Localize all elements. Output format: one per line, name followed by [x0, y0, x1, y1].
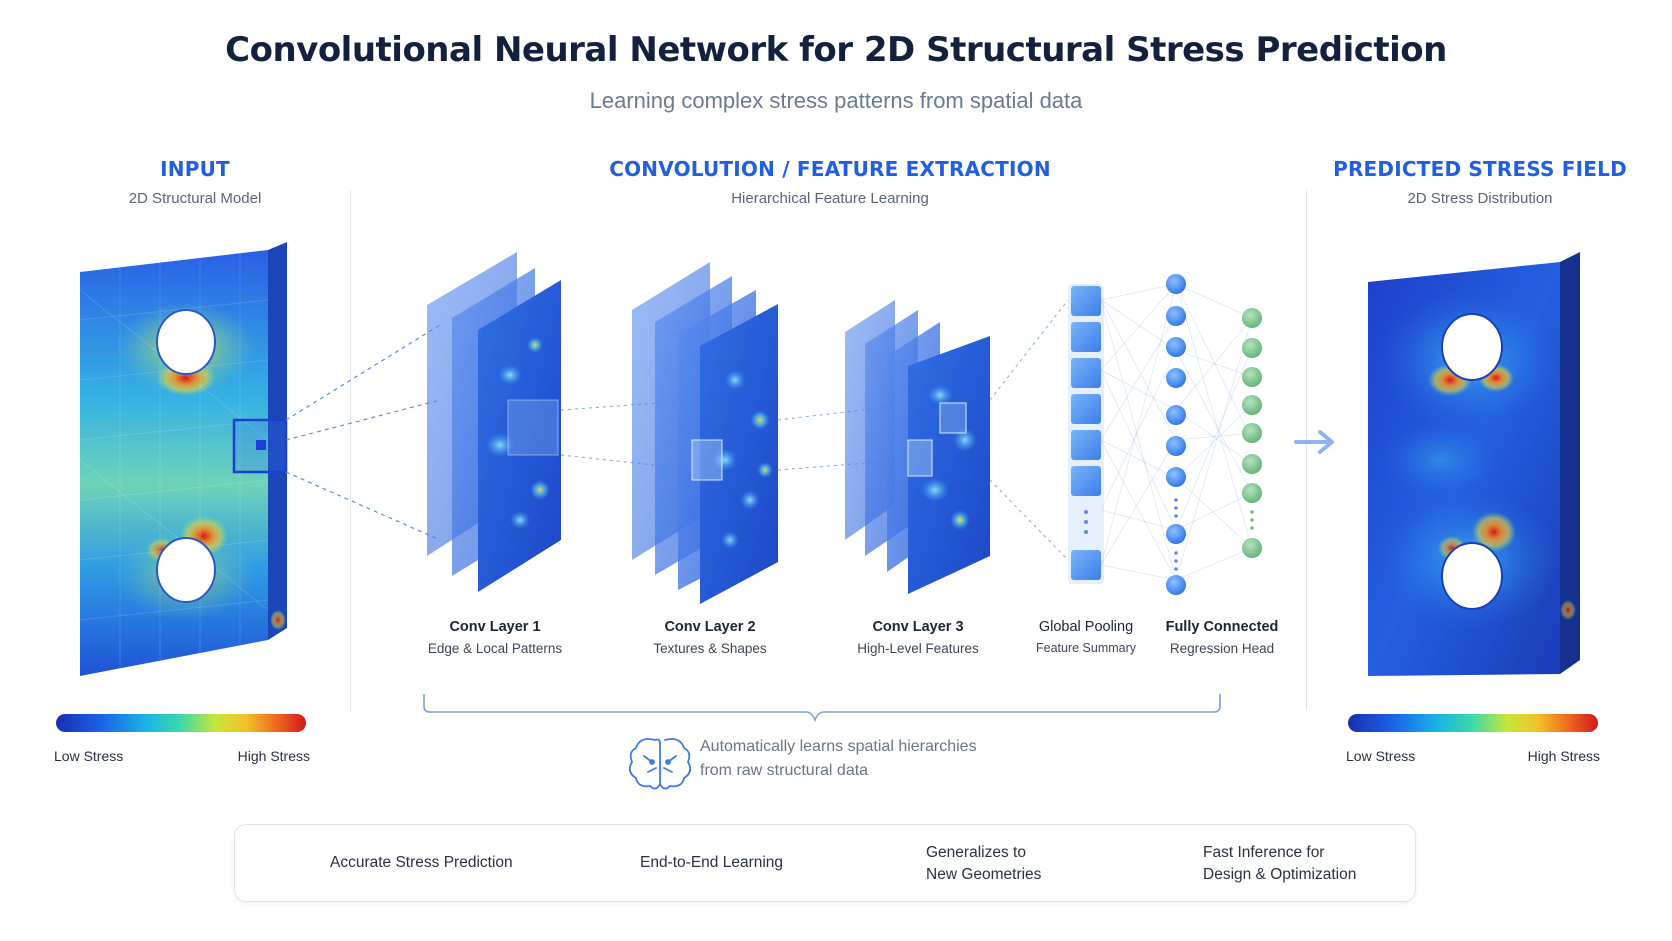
output-legend-high: High Stress — [1527, 748, 1600, 764]
feature-end-to-end: End-to-End Learning — [640, 852, 840, 874]
brace-note-line2: from raw structural data — [700, 762, 869, 779]
output-stress-plate — [1368, 252, 1580, 676]
brace-note-line1: Automatically learns spatial hierarchies — [700, 738, 977, 755]
conv-layer-2-maps — [632, 262, 778, 604]
fc-hidden-nodes — [1166, 274, 1186, 595]
feature-fast-inference: Fast Inference for Design & Optimization — [1203, 842, 1403, 886]
stage-desc: Feature Summary — [1035, 641, 1137, 655]
projection-lines — [285, 324, 441, 541]
stage-desc: Regression Head — [1169, 641, 1275, 656]
feature-label-line1: Fast Inference for — [1203, 844, 1325, 861]
stage-desc: Textures & Shapes — [653, 641, 767, 656]
output-stress-legend-bar — [1348, 714, 1598, 732]
feature-label: Accurate Stress Prediction — [330, 854, 513, 871]
features-panel — [234, 824, 1416, 902]
feature-label: End-to-End Learning — [640, 854, 784, 871]
fc-connections — [1100, 283, 1253, 581]
output-subheading: 2D Stress Distribution — [1407, 190, 1553, 207]
feature-label-line2: New Geometries — [926, 866, 1042, 883]
page-title: Convolutional Neural Network for 2D Stru… — [225, 30, 1447, 70]
conv-layer-3-maps — [845, 300, 990, 594]
stage-conv3: Conv Layer 3 High-Level Features — [823, 619, 1013, 656]
stage-desc: High-Level Features — [857, 641, 979, 656]
output-heading: PREDICTED STRESS FIELD — [1333, 157, 1627, 181]
stage-conv1: Conv Layer 1 Edge & Local Patterns — [400, 619, 590, 656]
stage-title: Global Pooling — [1038, 619, 1134, 635]
stage-global-pooling: Global Pooling Feature Summary — [1024, 619, 1148, 655]
stage-title: Conv Layer 1 — [449, 619, 541, 635]
input-structural-plate — [79, 242, 288, 676]
input-legend-low: Low Stress — [54, 748, 124, 764]
conv-heading: CONVOLUTION / FEATURE EXTRACTION — [609, 157, 1051, 181]
stage-desc: Edge & Local Patterns — [427, 641, 563, 656]
stage-title: Conv Layer 3 — [872, 619, 964, 635]
input-subheading: 2D Structural Model — [128, 190, 262, 207]
brain-icon — [628, 738, 692, 790]
feature-accurate-prediction: Accurate Stress Prediction — [330, 852, 540, 874]
section-brace — [423, 694, 1221, 723]
stage-title: Conv Layer 2 — [664, 619, 756, 635]
brace-note: Automatically learns spatial hierarchies… — [700, 735, 1040, 783]
stage-fully-connected: Fully Connected Regression Head — [1152, 619, 1292, 656]
feature-generalizes: Generalizes to New Geometries — [926, 842, 1106, 886]
input-heading: INPUT — [160, 157, 230, 181]
arrow-right-icon — [1294, 430, 1334, 454]
conv-subheading: Hierarchical Feature Learning — [731, 190, 929, 207]
input-legend-high: High Stress — [237, 748, 310, 764]
stage-title: Fully Connected — [1165, 619, 1279, 635]
stage-conv2: Conv Layer 2 Textures & Shapes — [615, 619, 805, 656]
conv-layer-1-maps — [427, 252, 561, 592]
feature-label-line1: Generalizes to — [926, 844, 1026, 861]
input-stress-legend-bar — [56, 714, 306, 732]
global-pooling-column — [1068, 284, 1104, 584]
fc-output-nodes — [1242, 308, 1262, 558]
section-divider-right — [1306, 190, 1307, 710]
page-subtitle: Learning complex stress patterns from sp… — [589, 88, 1083, 113]
output-legend-low: Low Stress — [1346, 748, 1416, 764]
section-divider-left — [350, 190, 351, 710]
feature-label-line2: Design & Optimization — [1203, 866, 1357, 883]
